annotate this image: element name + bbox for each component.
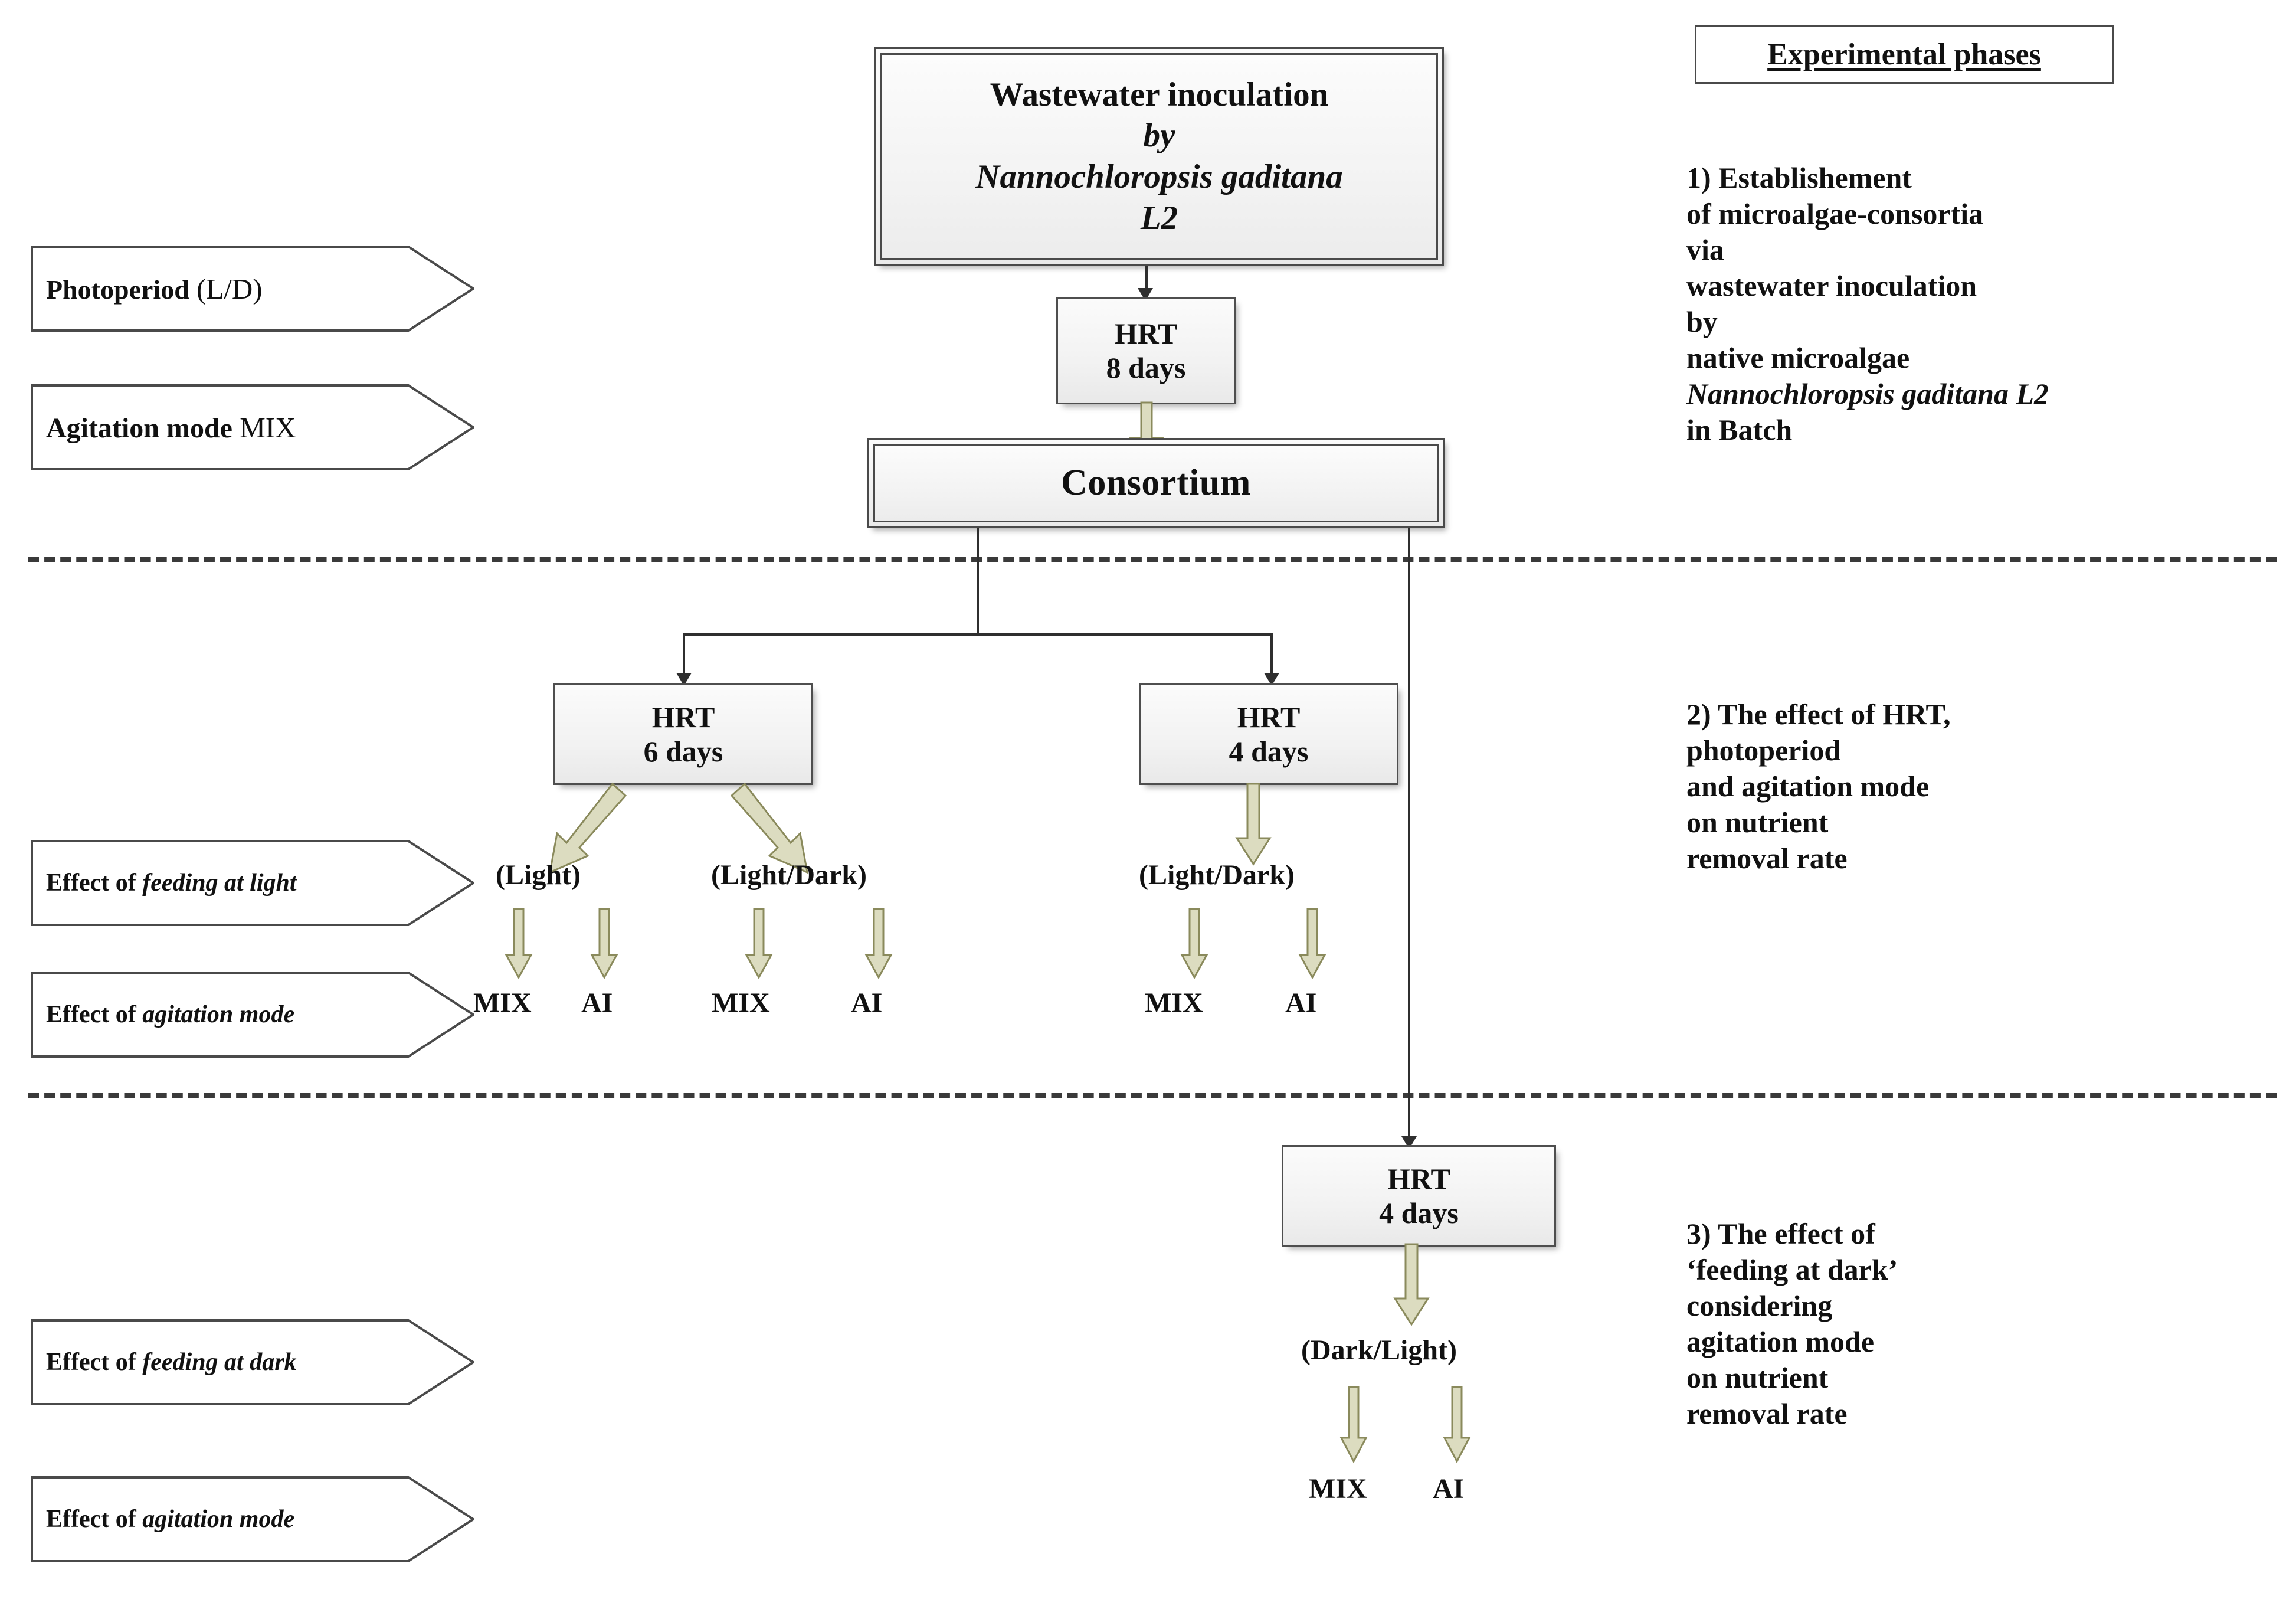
wastewater-line4: L2 [1140, 199, 1178, 237]
phase-divider-1 [28, 557, 2277, 562]
callout-photoperiod-rest: (L/D) [196, 272, 263, 305]
photoperiod-label-darklight: (Dark/Light) [1301, 1334, 1457, 1366]
block-arrow-darklight-to-mix [1339, 1386, 1368, 1464]
hrt-8-days-box: HRT 8 days [1056, 297, 1236, 404]
connector-consortium-to-phase3 [1408, 528, 1410, 1153]
leaf-mix-group1: MIX [473, 987, 532, 1019]
phase-1-pre: 1) Establishement of microalgae-consorti… [1686, 161, 1984, 374]
hrt6-value: 6 days [643, 735, 723, 768]
hrt6-label: HRT [651, 701, 715, 734]
photoperiod-label-lightdark-left: (Light/Dark) [711, 859, 867, 891]
connector-consortium-stem [977, 528, 979, 634]
wastewater-line2: by [1143, 117, 1175, 155]
connector-wastewater-to-hrt8 [1145, 266, 1148, 301]
connector-to-hrt6 [683, 633, 685, 690]
block-arrow-light-to-mix [505, 908, 533, 980]
consortium-label: Consortium [1061, 463, 1251, 503]
leaf-ai-group1: AI [581, 987, 613, 1019]
wastewater-line1: Wastewater inoculation [990, 76, 1329, 113]
hrt4-label: HRT [1237, 701, 1301, 734]
block-arrow-hrt6-to-lightdark [726, 779, 826, 891]
hrt4p3-label: HRT [1387, 1162, 1450, 1195]
leaf-mix-group2: MIX [712, 987, 770, 1019]
callout-effect-agitation-mode-2: Effect of agitation mode [31, 971, 474, 1058]
hrt-6-days-box: HRT 6 days [553, 683, 813, 785]
callout-agitation-rest: MIX [240, 411, 296, 444]
consortium-box: Consortium [867, 438, 1445, 528]
callout-agitation-mode-mix: Agitation mode MIX [31, 384, 474, 471]
callout-effect-feeding-at-dark: Effect of feeding at dark [31, 1319, 474, 1406]
callout-feeding-at-light: feeding at light [142, 869, 297, 897]
wastewater-line3: Nannochloropsis gaditana [975, 158, 1343, 195]
experimental-phases-header-box: Experimental phases [1695, 25, 2114, 84]
callout-agitation-bold: Agitation mode [46, 412, 232, 444]
phase-1-post: in Batch [1686, 413, 1793, 446]
connector-to-hrt4 [1270, 633, 1273, 690]
callout-feeding-at-dark: feeding at dark [142, 1349, 297, 1376]
leaf-ai-group4: AI [1433, 1473, 1465, 1504]
callout-effect-of-4: Effect of [46, 1506, 136, 1533]
leaf-ai-group3: AI [1285, 987, 1317, 1019]
photoperiod-label-lightdark-right: (Light/Dark) [1139, 859, 1295, 891]
leaf-ai-group2: AI [851, 987, 883, 1019]
hrt-4-days-box: HRT 4 days [1139, 683, 1398, 785]
wastewater-inoculation-box: Wastewater inoculation by Nannochloropsi… [874, 47, 1444, 266]
callout-effect-agitation-mode-3: Effect of agitation mode [31, 1476, 474, 1563]
callout-effect-of-3: Effect of [46, 1349, 136, 1376]
phase-3-text: 3) The effect of ‘feeding at dark’ consi… [1686, 1217, 1898, 1430]
callout-effect-of-1: Effect of [46, 869, 136, 897]
connector-branch-bus [683, 633, 1273, 636]
phase-2-text: 2) The effect of HRT, photoperiod and ag… [1686, 698, 1951, 875]
callout-agitation-mode-2: agitation mode [142, 1001, 295, 1028]
leaf-mix-group3: MIX [1145, 987, 1203, 1019]
callout-effect-feeding-at-light: Effect of feeding at light [31, 839, 474, 927]
block-arrow-lightdark-left-to-mix [745, 908, 773, 980]
arrowhead-to-hrt4 [1264, 673, 1279, 686]
block-arrow-lightdark-left-to-ai [864, 908, 893, 980]
callout-photoperiod: Photoperiod (L/D) [31, 245, 474, 332]
block-arrow-lightdark-right-to-ai [1298, 908, 1326, 980]
block-arrow-phase3-hrt-to-darklight [1391, 1243, 1433, 1327]
phase-divider-2 [28, 1093, 2277, 1098]
hrt4-value: 4 days [1229, 735, 1309, 768]
callout-agitation-mode-3: agitation mode [142, 1506, 295, 1533]
photoperiod-label-light: (Light) [496, 859, 581, 891]
leaf-mix-group4: MIX [1309, 1473, 1367, 1504]
phase-1-species: Nannochloropsis gaditana L2 [1686, 377, 2049, 410]
callout-effect-of-2: Effect of [46, 1001, 136, 1028]
arrowhead-to-hrt6 [676, 673, 692, 686]
experimental-phases-header: Experimental phases [1767, 37, 2041, 71]
block-arrow-light-to-ai [590, 908, 618, 980]
hrt8-value: 8 days [1106, 351, 1186, 384]
block-arrow-lightdark-right-to-mix [1180, 908, 1208, 980]
hrt8-label: HRT [1114, 317, 1178, 350]
phase-1-text: 1) Establishement of microalgae-consorti… [1686, 124, 2282, 448]
block-arrow-hrt4-to-lightdark [1233, 783, 1275, 866]
hrt4p3-value: 4 days [1379, 1196, 1459, 1229]
hrt-4-days-phase3-box: HRT 4 days [1282, 1145, 1556, 1247]
block-arrow-darklight-to-ai [1443, 1386, 1471, 1464]
callout-photoperiod-bold: Photoperiod [46, 274, 189, 305]
block-arrow-hrt6-to-light [543, 779, 643, 891]
